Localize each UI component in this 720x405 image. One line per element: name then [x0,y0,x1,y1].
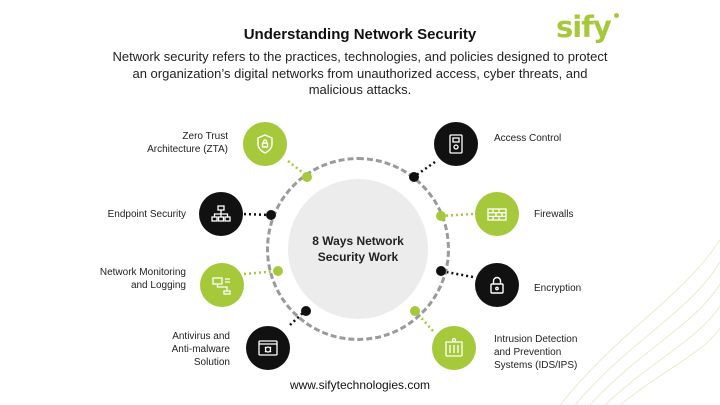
node-access [434,122,478,166]
node-endpoint [199,192,243,236]
center-title-line2: Security Work [317,250,399,264]
dashed-ring [266,157,450,341]
firewall-brick-icon [487,208,507,221]
dot-antivirus [301,306,311,316]
node-firewalls [475,192,519,236]
footer-url[interactable]: www.sifytechnologies.com [289,378,431,392]
page-title: Understanding Network Security [243,26,477,43]
dot-ids [410,306,420,316]
monitor-network-icon [212,277,231,295]
connector-endpoint [243,212,271,217]
connector-monitoring [243,269,279,276]
network-nodes-icon [211,205,231,222]
padlock-icon [490,276,504,294]
access-panel-icon [449,134,463,154]
connector-access [414,160,436,178]
page-subtitle: Network security refers to the practices… [112,49,608,97]
node-monitoring [200,263,244,307]
dot-zta [302,172,312,182]
dot-encryption [436,266,446,276]
label-encryption: Encryption [534,283,582,294]
label-endpoint: Endpoint Security [107,209,186,220]
dot-firewalls [436,211,446,221]
node-encryption [475,263,519,307]
label-firewalls: Firewalls [534,209,574,220]
logo-dot [614,13,619,18]
node-zta [243,122,287,166]
connector-firewalls [440,212,474,218]
shield-lock-icon [257,134,273,154]
dot-monitoring [273,266,283,276]
bug-browser-icon [258,340,278,356]
dot-endpoint [266,210,276,220]
connector-encryption [440,269,474,279]
dot-access [409,172,419,182]
node-ids [432,326,476,370]
label-access: Access Control [494,133,562,144]
center-hub: 8 Ways Network Security Work [288,179,428,319]
node-antivirus [246,326,290,370]
sify-logo: sify [556,10,612,44]
ids-gate-icon [445,337,463,357]
center-title-line1: 8 Ways Network [312,234,404,248]
